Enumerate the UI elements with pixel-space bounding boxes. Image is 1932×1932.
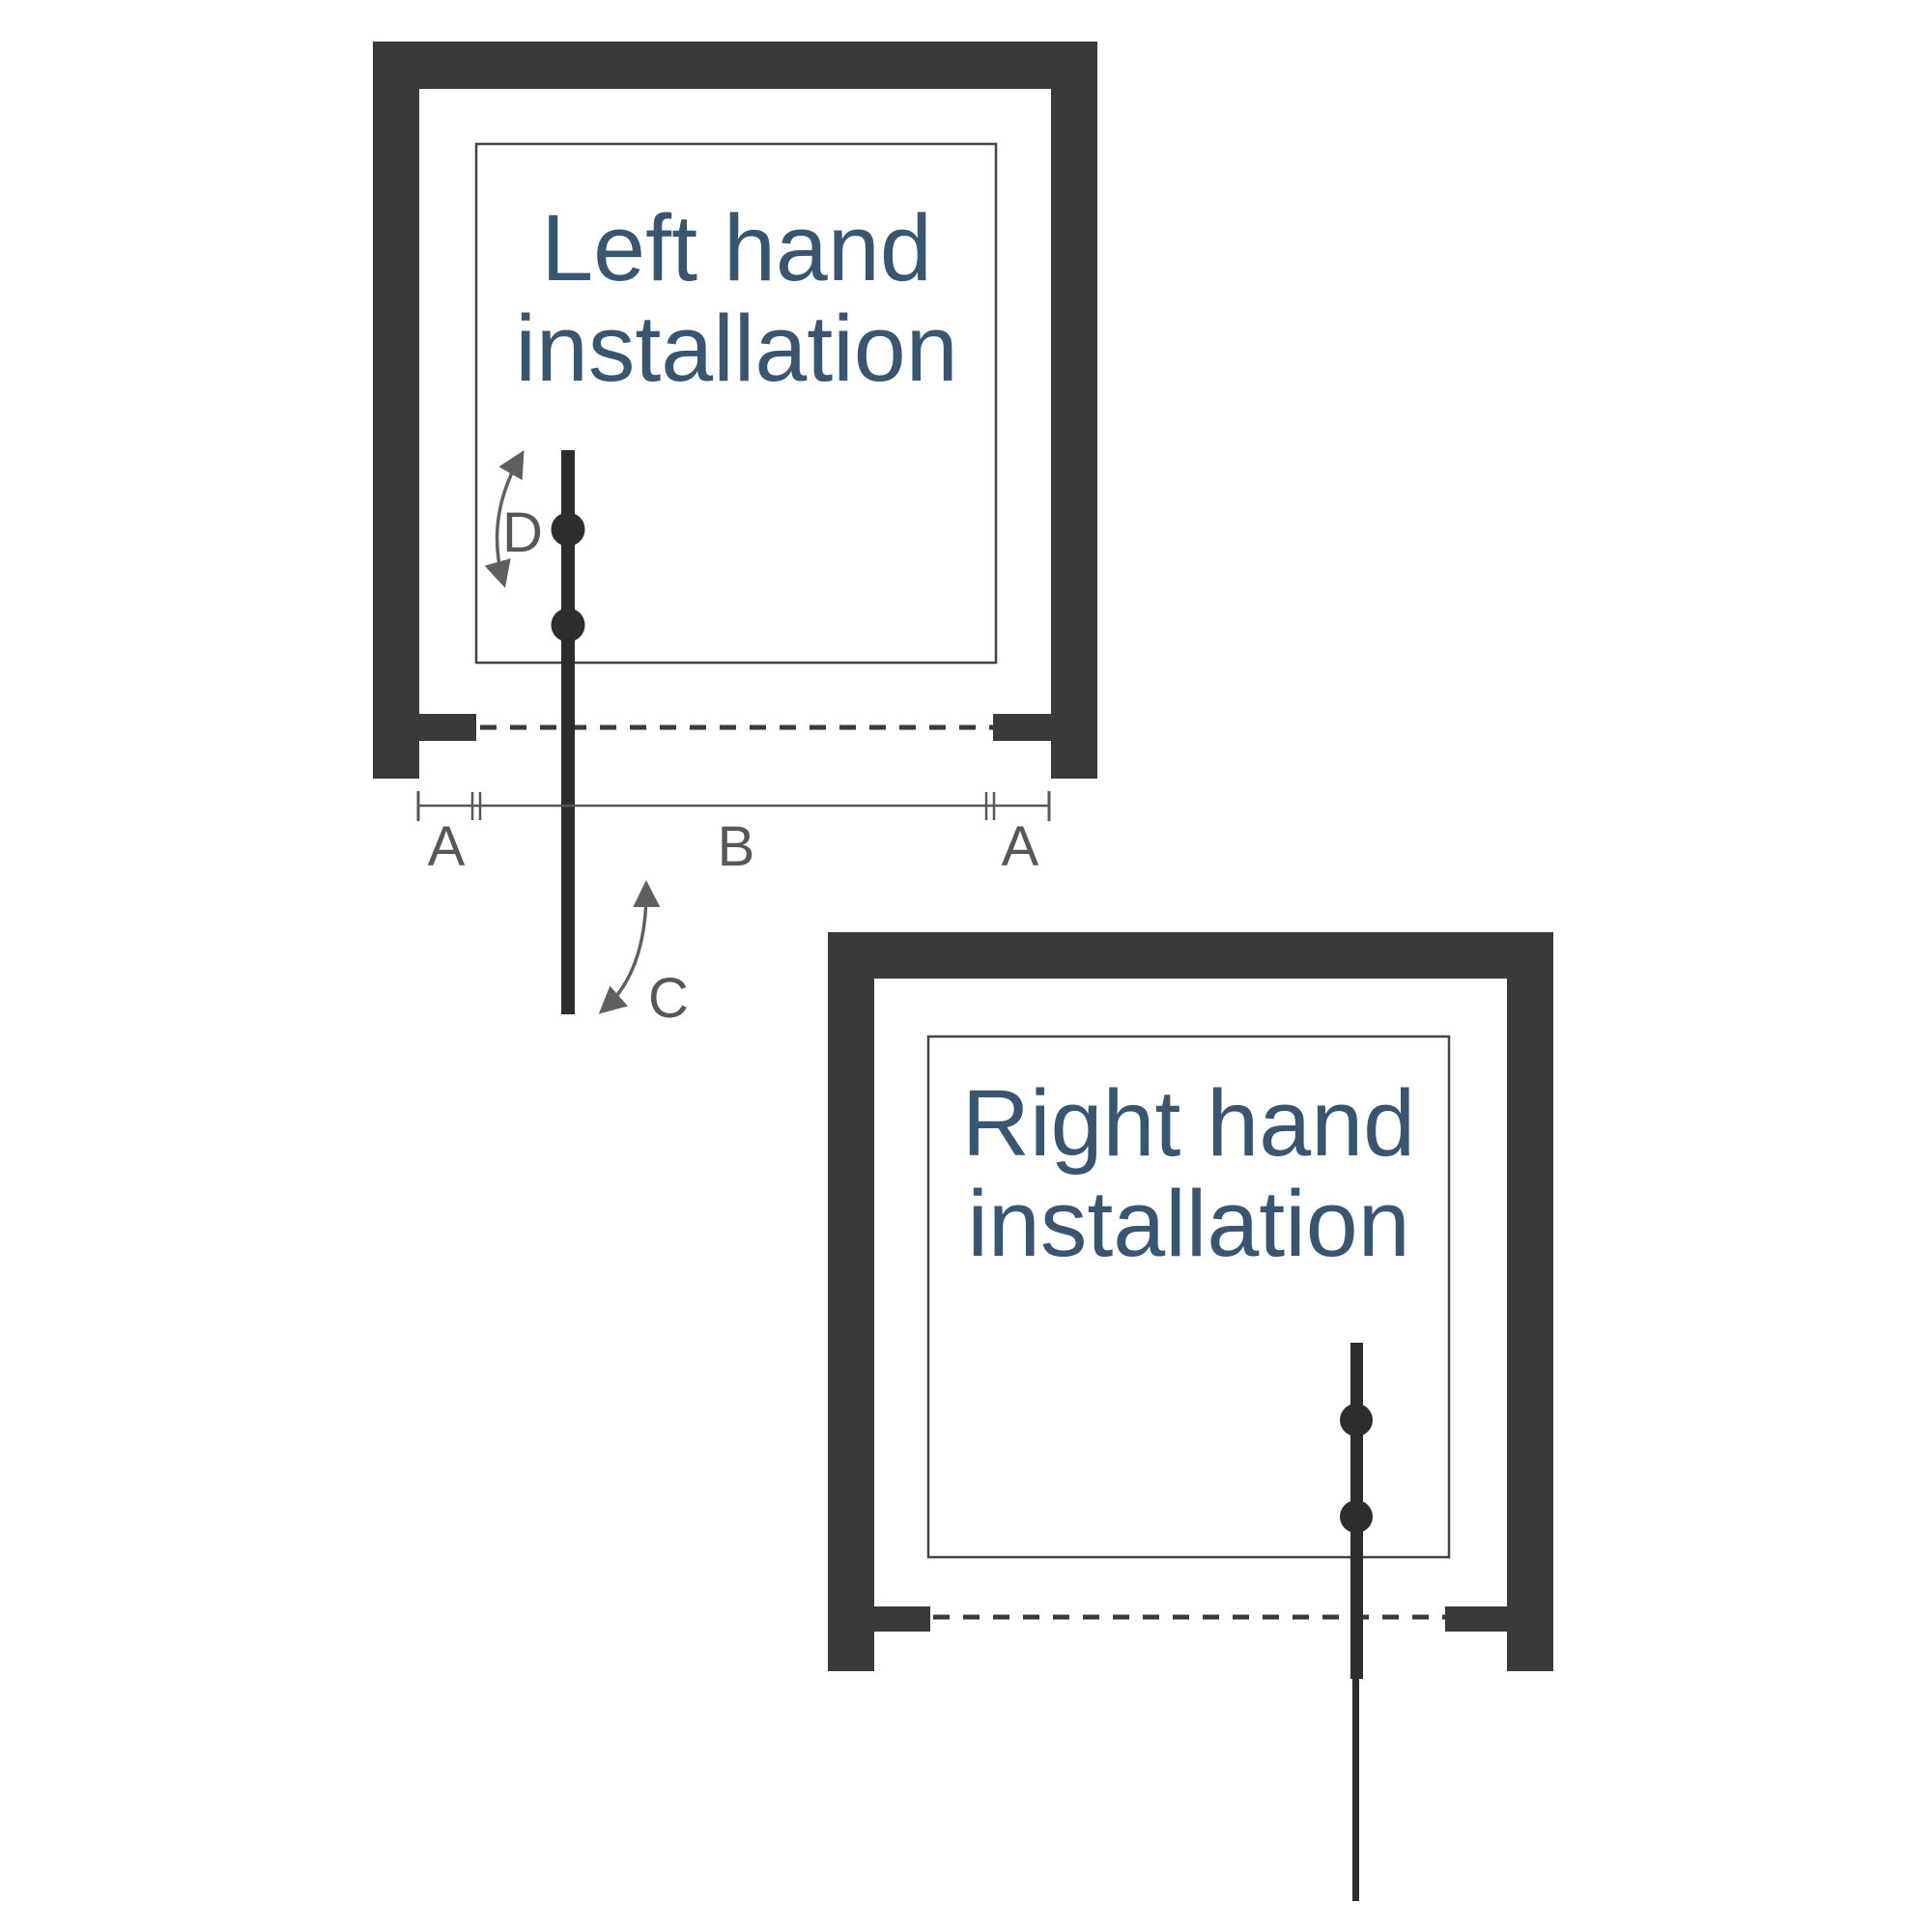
dimension-label-a-right: A: [1001, 815, 1039, 878]
right-title-line2: installation: [967, 1171, 1410, 1276]
dimension-label-a-left: A: [427, 815, 466, 878]
left-diagram-top-wall: [373, 42, 1097, 89]
right-installation-diagram: [828, 932, 1553, 1901]
left-diagram-right-jamb-stub: [993, 714, 1051, 741]
left-diagram-dimension-line: [416, 791, 1051, 821]
right-diagram-right-wall: [1507, 932, 1553, 1671]
right-diagram-hinge-dot-upper: [1340, 1404, 1373, 1436]
left-diagram-door-panel: [561, 450, 575, 1014]
left-diagram-right-wall: [1051, 42, 1097, 779]
left-title-line1: Left hand: [541, 195, 932, 300]
left-installation-diagram: [373, 42, 1097, 1014]
right-diagram-left-jamb-stub: [874, 1606, 930, 1632]
left-diagram-hinge-dot-lower: [551, 608, 585, 642]
dimension-label-b: B: [717, 815, 755, 878]
right-diagram-top-wall: [828, 932, 1553, 979]
door-swing-arc-c-icon: [598, 880, 661, 1014]
swing-label-c: C: [648, 967, 689, 1030]
door-swing-arc-d-icon: [484, 449, 525, 588]
right-title-line1: Right hand: [961, 1070, 1416, 1176]
right-diagram-right-jamb-stub: [1445, 1606, 1507, 1632]
left-diagram-left-wall: [373, 42, 419, 779]
left-diagram-hinge-dot-upper: [551, 512, 585, 547]
right-diagram-inner-outline: [926, 1035, 1451, 1559]
left-diagram-left-jamb-stub: [419, 714, 476, 741]
right-diagram-left-wall: [828, 932, 874, 1671]
swing-label-d: D: [502, 501, 543, 564]
left-title-line2: installation: [515, 296, 958, 401]
right-diagram-title: Right hand installation: [928, 1073, 1449, 1274]
left-diagram-inner-outline: [474, 142, 998, 665]
right-diagram-door-panel-lower: [1352, 1679, 1359, 1901]
right-diagram-hinge-dot-lower: [1340, 1500, 1373, 1533]
left-diagram-title: Left hand installation: [476, 198, 997, 399]
